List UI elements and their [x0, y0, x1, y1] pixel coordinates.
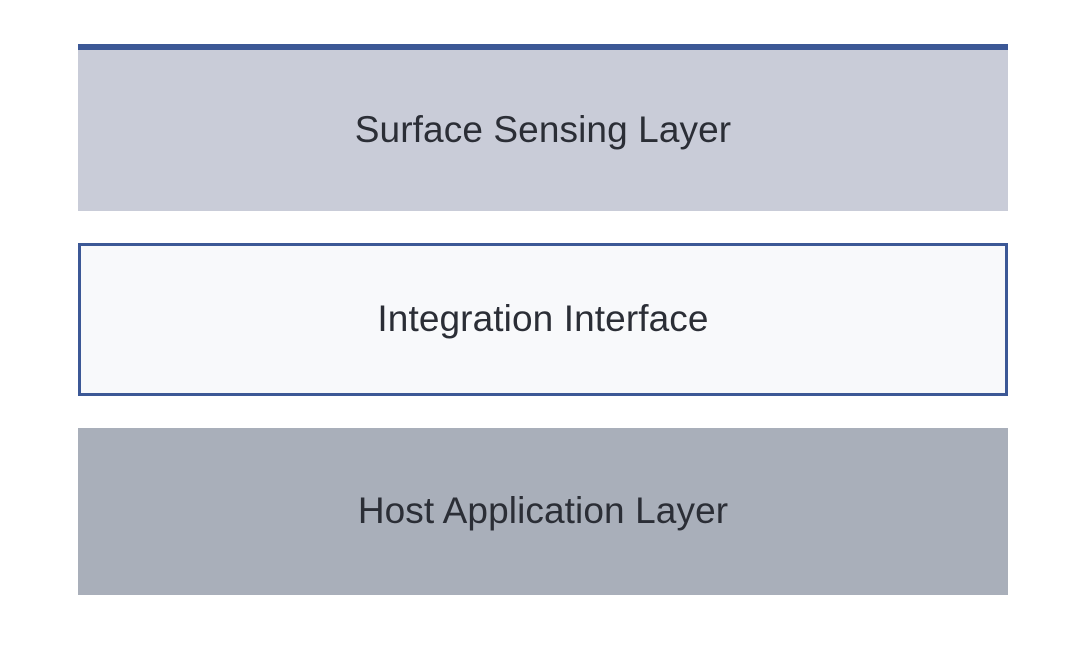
layer-surface-sensing-label: Surface Sensing Layer	[354, 109, 732, 151]
layer-surface-sensing: Surface Sensing Layer	[78, 44, 1008, 211]
layer-host-application-label: Host Application Layer	[357, 490, 729, 532]
layer-integration-interface: Integration Interface	[78, 243, 1008, 396]
layer-host-application: Host Application Layer	[78, 428, 1008, 595]
layer-integration-interface-label: Integration Interface	[377, 298, 709, 340]
